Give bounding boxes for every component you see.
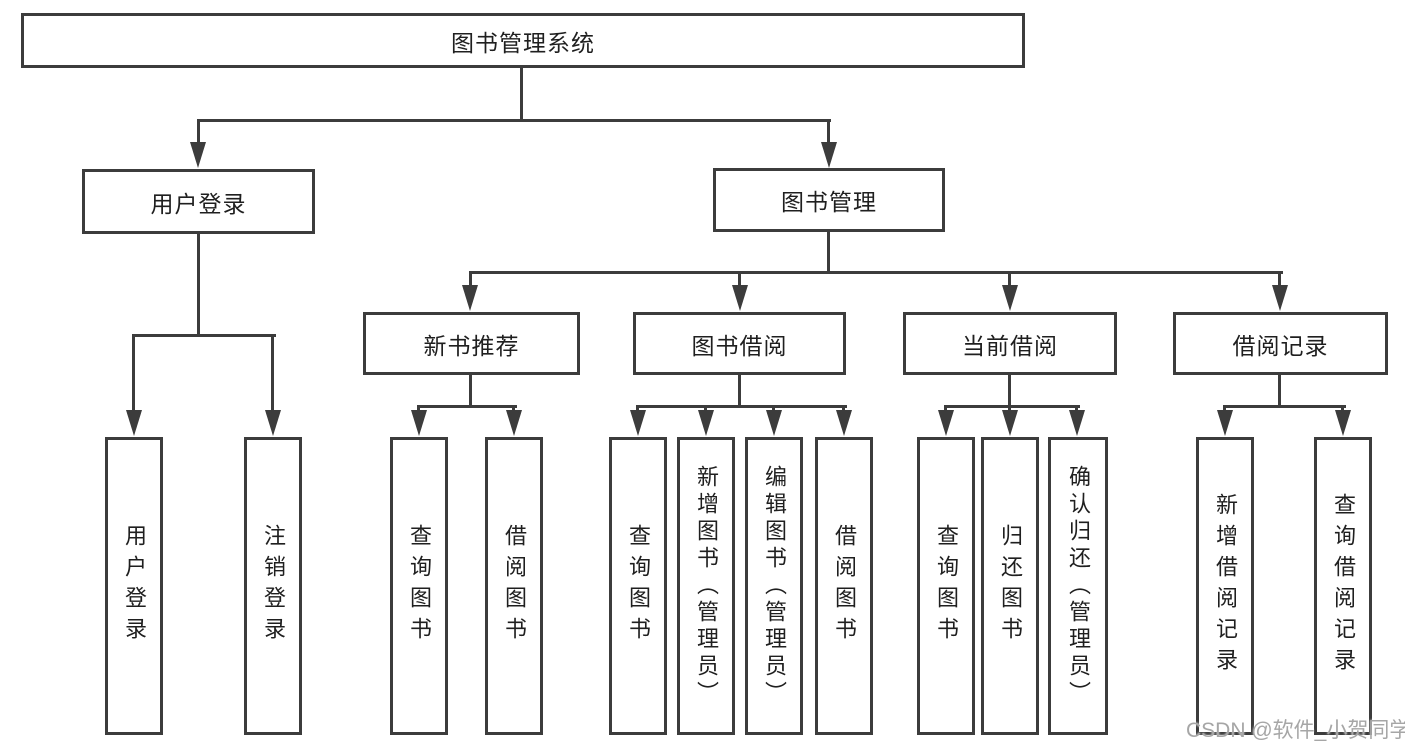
node-current-borrow-label: 当前借阅	[962, 332, 1058, 359]
node-user-login-label: 用户登录	[150, 190, 247, 217]
leaf-add-book-admin-label: 新增图书（管理员）	[694, 464, 719, 708]
node-borrow-record-label: 借阅记录	[1232, 332, 1329, 359]
leaf-query-borrow-record: 查询借阅记录	[1314, 437, 1372, 735]
leaf-borrow-book: 借阅图书	[815, 437, 873, 735]
arrow-down-icon	[821, 142, 837, 168]
leaf-return-book-label: 归还图书	[998, 524, 1023, 648]
leaf-edit-book-admin: 编辑图书（管理员）	[745, 437, 803, 735]
connector-line	[1008, 375, 1011, 408]
arrow-down-icon	[732, 285, 748, 311]
arrow-down-icon	[462, 285, 478, 311]
connector-line	[197, 119, 200, 149]
node-user-login: 用户登录	[82, 169, 315, 234]
connector-line	[132, 334, 276, 337]
arrow-down-icon	[190, 142, 206, 168]
leaf-confirm-return-admin: 确认归还（管理员）	[1048, 437, 1108, 735]
connector-line	[520, 68, 523, 121]
connector-line	[469, 271, 472, 291]
arrow-down-icon	[1002, 410, 1018, 436]
arrow-down-icon	[265, 410, 281, 436]
node-borrow-record: 借阅记录	[1173, 312, 1388, 375]
arrow-down-icon	[938, 410, 954, 436]
connector-line	[738, 375, 741, 408]
node-book-borrow-label: 图书借阅	[691, 332, 788, 359]
node-book-borrow: 图书借阅	[633, 312, 846, 375]
leaf-query-book-current: 查询图书	[917, 437, 975, 735]
leaf-logout: 注销登录	[244, 437, 302, 735]
connector-line	[827, 119, 830, 149]
connector-line	[1223, 405, 1346, 408]
leaf-query-book-recommend: 查询图书	[390, 437, 448, 735]
arrow-down-icon	[836, 410, 852, 436]
connector-line	[469, 375, 472, 408]
connector-line	[636, 405, 847, 408]
leaf-query-book-recommend-label: 查询图书	[407, 524, 432, 648]
arrow-down-icon	[411, 410, 427, 436]
node-book-management: 图书管理	[713, 168, 945, 232]
connector-line	[197, 119, 831, 122]
node-root: 图书管理系统	[21, 13, 1025, 68]
leaf-borrow-book-label: 借阅图书	[832, 524, 857, 648]
connector-line	[469, 271, 1283, 274]
arrow-down-icon	[1217, 410, 1233, 436]
watermark: CSDN @软件_小贺同学	[1186, 719, 1405, 742]
node-new-book-recommend-label: 新书推荐	[423, 332, 520, 359]
leaf-query-book-borrow: 查询图书	[609, 437, 667, 735]
node-current-borrow: 当前借阅	[903, 312, 1117, 375]
leaf-query-book-current-label: 查询图书	[934, 524, 959, 648]
leaf-borrow-book-recommend-label: 借阅图书	[502, 524, 527, 648]
node-root-label: 图书管理系统	[451, 29, 595, 56]
connector-line	[1278, 271, 1281, 291]
arrow-down-icon	[766, 410, 782, 436]
leaf-edit-book-admin-label: 编辑图书（管理员）	[762, 464, 787, 708]
arrow-down-icon	[630, 410, 646, 436]
connector-line	[132, 334, 135, 416]
connector-line	[944, 405, 1080, 408]
connector-line	[1278, 375, 1281, 408]
arrow-down-icon	[1069, 410, 1085, 436]
leaf-user-login-label: 用户登录	[122, 524, 147, 648]
leaf-confirm-return-admin-label: 确认归还（管理员）	[1066, 464, 1091, 708]
connector-line	[271, 334, 274, 416]
connector-line	[417, 405, 517, 408]
leaf-query-book-borrow-label: 查询图书	[626, 524, 651, 648]
node-new-book-recommend: 新书推荐	[363, 312, 580, 375]
arrow-down-icon	[1335, 410, 1351, 436]
connector-line	[197, 233, 200, 337]
connector-line	[1008, 271, 1011, 291]
leaf-query-borrow-record-label: 查询借阅记录	[1331, 493, 1356, 679]
leaf-return-book: 归还图书	[981, 437, 1039, 735]
node-book-management-label: 图书管理	[781, 189, 877, 215]
arrow-down-icon	[1002, 285, 1018, 311]
connector-line	[738, 271, 741, 291]
arrow-down-icon	[126, 410, 142, 436]
connector-line	[827, 232, 830, 274]
leaf-add-borrow-record: 新增借阅记录	[1196, 437, 1254, 735]
arrow-down-icon	[698, 410, 714, 436]
leaf-add-borrow-record-label: 新增借阅记录	[1213, 493, 1238, 679]
leaf-add-book-admin: 新增图书（管理员）	[677, 437, 735, 735]
leaf-logout-label: 注销登录	[261, 524, 286, 648]
leaf-user-login: 用户登录	[105, 437, 163, 735]
leaf-borrow-book-recommend: 借阅图书	[485, 437, 543, 735]
arrow-down-icon	[506, 410, 522, 436]
arrow-down-icon	[1272, 285, 1288, 311]
